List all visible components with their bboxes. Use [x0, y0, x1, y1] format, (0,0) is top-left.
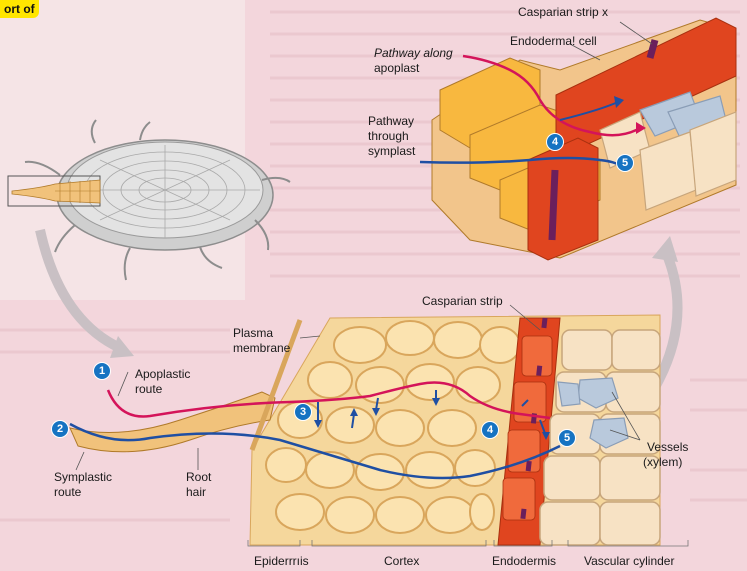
apoplastic-route-label-line2: route — [135, 382, 162, 396]
epidermis-label: Epiderrrıis — [254, 554, 309, 568]
corner-label: ort of — [0, 0, 39, 18]
step-marker-4: 4 — [481, 421, 499, 439]
cortex-label: Cortex — [384, 554, 419, 568]
pathway-symplast-label-line2: through — [368, 129, 409, 143]
pathway-symplast-label-line3: symplast — [368, 144, 415, 158]
root-hair-label-line1: Root — [186, 470, 211, 484]
vascular-cylinder-label: Vascular cylinder — [584, 554, 674, 568]
pathway-apoplast-label-line1: Pathway along — [374, 46, 453, 60]
step-marker-2: 2 — [51, 420, 69, 438]
symplastic-route-label-line1: Symplastic — [54, 470, 112, 484]
casparian-strip-bottom-label: Casparian strip — [422, 294, 503, 308]
endodermis-label: Endodermis — [492, 554, 556, 568]
step-marker-5-top: 5 — [616, 154, 634, 172]
step-marker-1: 1 — [93, 362, 111, 380]
plasma-membrane-label-line2: membrane — [233, 341, 290, 355]
casparian-strip-top-label: Casparian strip x — [518, 5, 608, 19]
step-marker-5: 5 — [558, 429, 576, 447]
step-marker-3: 3 — [294, 403, 312, 421]
plasma-membrane-label-line1: Plasma — [233, 326, 273, 340]
step-marker-4-top: 4 — [546, 133, 564, 151]
vessels-label-line1: Vessels — [647, 440, 688, 454]
pathway-apoplast-label-line2: apoplast — [374, 61, 419, 75]
endodermal-cell-label: Endoderma! cell — [510, 34, 597, 48]
vessels-label-line2: (xylem) — [643, 455, 682, 469]
apoplastic-route-label-line1: Apoplastic — [135, 367, 190, 381]
root-hair-label-line2: hair — [186, 485, 206, 499]
symplastic-route-label-line2: route — [54, 485, 81, 499]
pathway-symplast-label-line1: Pathway — [368, 114, 414, 128]
